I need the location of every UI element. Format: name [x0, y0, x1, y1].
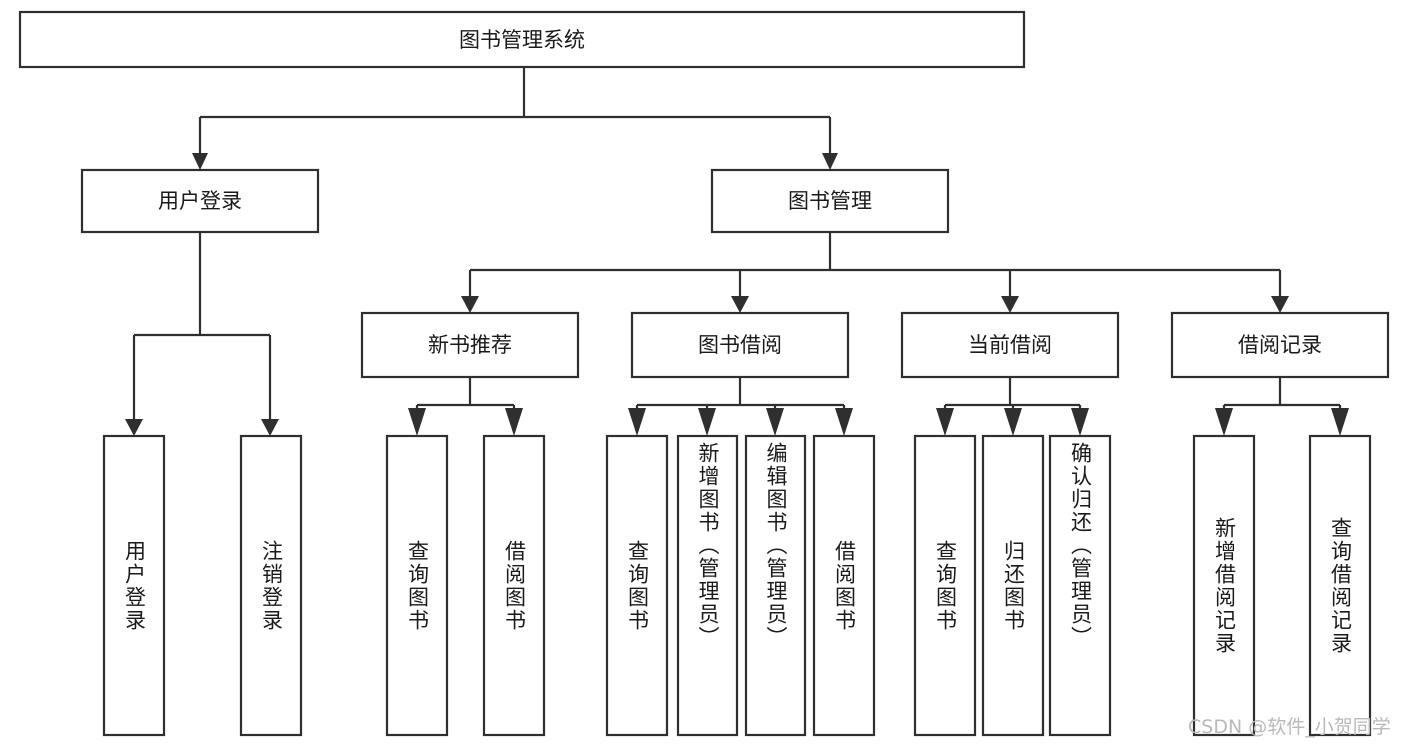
arrow-head-leaf-logout-login	[261, 419, 279, 436]
connector-new-book-recommend-to-leaves	[408, 377, 523, 436]
node-new-book-recommend-label: 新书推荐	[428, 333, 512, 357]
node-current-borrow-label: 当前借阅	[968, 333, 1052, 357]
arrow-head-book-management	[822, 153, 838, 170]
node-leaf-return-book[interactable]	[981, 434, 1045, 737]
connector-current-borrow-to-leaves	[936, 377, 1089, 436]
node-new-book-recommend[interactable]: 新书推荐	[360, 311, 580, 379]
node-root-label: 图书管理系统	[459, 28, 585, 52]
node-leaf-user-login[interactable]	[102, 434, 166, 737]
arrow-head-user-login	[192, 153, 208, 170]
arrow-head-leaf-return-book	[1004, 408, 1022, 436]
leaf-boxes	[102, 434, 1372, 737]
node-leaf-borrow-book-2[interactable]	[812, 434, 876, 737]
node-book-management-label: 图书管理	[788, 189, 872, 213]
node-current-borrow[interactable]: 当前借阅	[900, 311, 1120, 379]
node-leaf-add-record[interactable]	[1192, 434, 1256, 737]
node-leaf-query-record[interactable]	[1308, 434, 1372, 737]
connector-root-to-level2	[192, 67, 838, 170]
arrow-head-leaf-borrow-book-2	[835, 408, 853, 436]
node-book-borrow[interactable]: 图书借阅	[630, 311, 850, 379]
arrow-head-leaf-borrow-book-1	[505, 408, 523, 436]
node-root[interactable]: 图书管理系统	[18, 10, 1026, 69]
arrow-head-leaf-edit-book	[766, 408, 784, 436]
connector-book-management-to-level3	[461, 232, 1289, 313]
connector-borrow-record-to-leaves	[1215, 377, 1349, 436]
node-leaf-add-book[interactable]	[676, 434, 739, 737]
node-book-borrow-label: 图书借阅	[698, 333, 782, 357]
arrow-head-leaf-add-record	[1215, 408, 1233, 436]
node-leaf-query-book-3[interactable]	[913, 434, 977, 737]
arrow-head-new-book-recommend	[461, 296, 479, 313]
arrow-head-leaf-user-login	[125, 419, 143, 436]
node-user-login-label: 用户登录	[158, 189, 242, 213]
node-leaf-query-book-2[interactable]	[605, 434, 669, 737]
watermark-text: CSDN @软件_小贺同学	[1188, 716, 1391, 738]
node-book-management[interactable]: 图书管理	[710, 168, 950, 234]
arrow-head-leaf-confirm-return	[1071, 408, 1089, 436]
connector-book-borrow-to-leaves	[628, 377, 853, 436]
arrow-head-borrow-record	[1271, 296, 1289, 313]
arrow-head-leaf-add-book	[698, 408, 716, 436]
node-leaf-logout-login[interactable]	[239, 434, 303, 737]
arrow-head-leaf-query-record	[1331, 408, 1349, 436]
arrow-head-book-borrow	[731, 296, 749, 313]
node-leaf-confirm-return[interactable]	[1048, 434, 1112, 737]
node-borrow-record-label: 借阅记录	[1238, 333, 1322, 357]
node-leaf-borrow-book-1[interactable]	[482, 434, 546, 737]
arrow-head-leaf-query-book-3	[936, 408, 954, 436]
arrow-head-current-borrow	[1001, 296, 1019, 313]
arrow-head-leaf-query-book-2	[628, 408, 646, 436]
arrow-head-leaf-query-book-1	[408, 408, 426, 436]
node-leaf-edit-book[interactable]	[744, 434, 807, 737]
node-borrow-record[interactable]: 借阅记录	[1170, 311, 1390, 379]
node-leaf-query-book-1[interactable]	[385, 434, 449, 737]
connector-user-login-to-leaves	[125, 232, 279, 436]
node-user-login[interactable]: 用户登录	[80, 168, 320, 234]
